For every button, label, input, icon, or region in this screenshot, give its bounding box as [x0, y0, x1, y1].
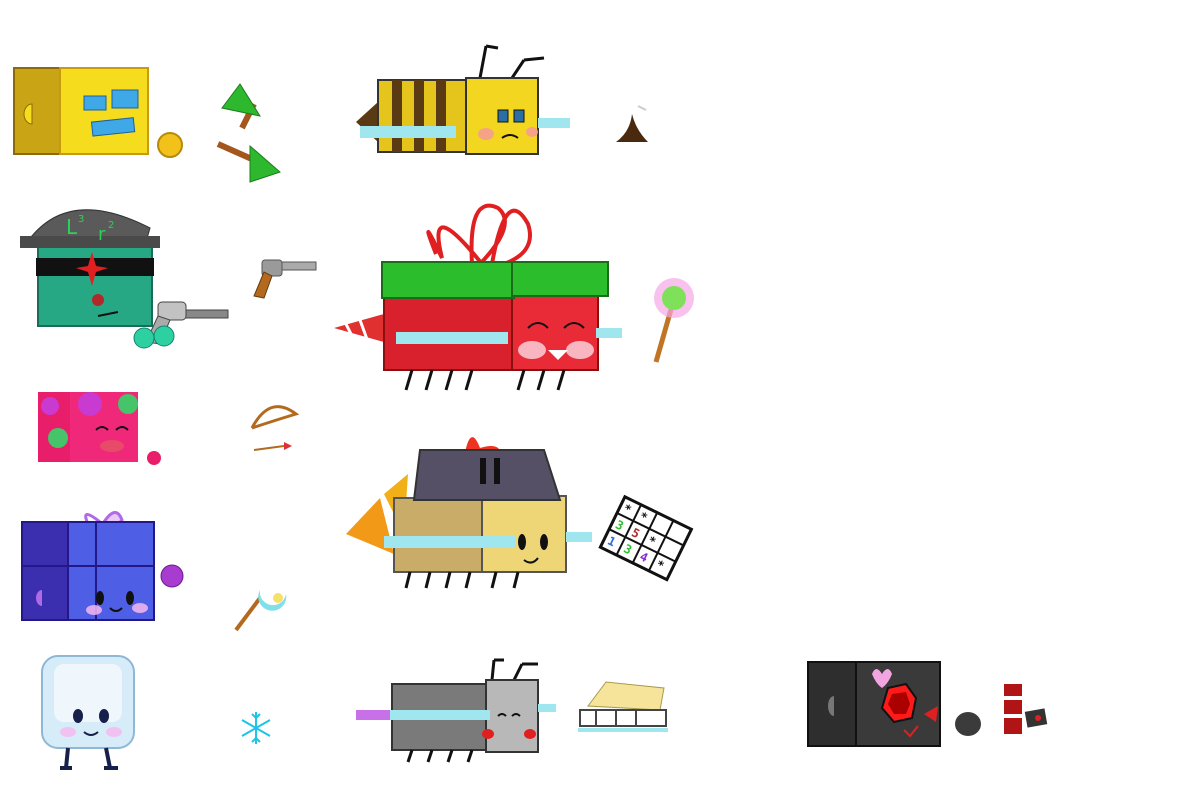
pink-splatter-cube — [36, 390, 164, 466]
snowflake — [238, 710, 274, 746]
ice-cube — [38, 652, 138, 776]
svg-text:r: r — [98, 224, 106, 245]
yellow-ball — [156, 131, 184, 159]
bee-cube — [352, 42, 576, 158]
moon-wand — [232, 572, 292, 634]
dark-eye-cube — [806, 658, 958, 750]
toaster — [576, 676, 672, 736]
chocolate-chip — [612, 102, 652, 148]
lollipop-wand — [646, 276, 702, 368]
red-tnt — [1000, 680, 1056, 738]
gangster-green-cube: L 3 r 2 — [18, 196, 232, 362]
purple-gift-cube — [20, 504, 186, 624]
green-arrows — [212, 82, 288, 186]
dark-ball — [952, 710, 984, 738]
minesweeper-grid: * * 3 5 * 1 3 4 * — [598, 494, 694, 582]
bow-and-arrow — [244, 398, 300, 464]
gift-cube — [332, 200, 628, 396]
small-revolver — [250, 256, 322, 300]
svg-text:3: 3 — [78, 214, 84, 225]
svg-text:2: 2 — [108, 220, 114, 231]
yellow-puzzle-cube — [12, 66, 152, 158]
armored-cube — [344, 414, 592, 592]
robot-gray-cube — [352, 654, 562, 766]
svg-text:L: L — [66, 215, 78, 239]
